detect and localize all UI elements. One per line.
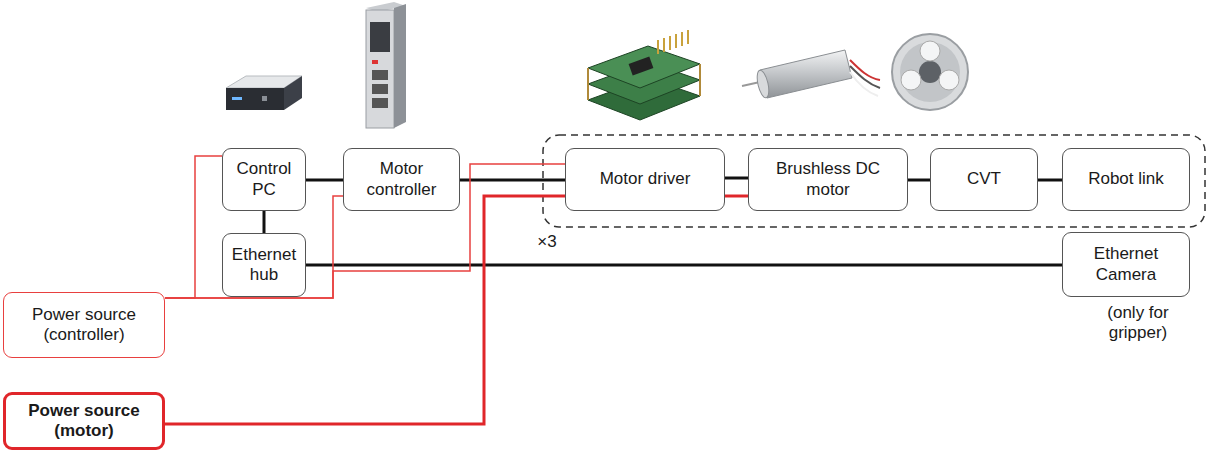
box-text: Motor controller — [350, 159, 453, 200]
box-text: Motor driver — [600, 169, 691, 189]
mini-pc-picture — [226, 76, 302, 110]
box-text: Power source (controller) — [10, 305, 158, 346]
process-box: Robot link — [1062, 148, 1190, 211]
motor-picture — [742, 50, 880, 99]
connector-line — [460, 179, 565, 182]
connector-line — [165, 196, 343, 298]
connector-line — [263, 211, 266, 233]
connector-line — [1038, 179, 1062, 182]
box-text: Control PC — [229, 159, 299, 200]
box-text: Ethernet Camera — [1069, 244, 1183, 285]
process-box: Ethernet hub — [222, 233, 306, 297]
driver-board-picture — [588, 30, 700, 120]
controller-device-picture — [366, 2, 406, 128]
connector-line — [306, 179, 343, 182]
process-box: Ethernet Camera — [1062, 232, 1190, 297]
box-text: Robot link — [1088, 169, 1164, 189]
power-box: Power source (motor) — [3, 392, 165, 450]
connector-line — [165, 196, 565, 424]
connector-line — [725, 177, 748, 180]
box-text: Ethernet hub — [229, 245, 299, 286]
connector-line — [908, 179, 930, 182]
group-outline — [543, 135, 1205, 227]
box-text: Brushless DC motor — [755, 159, 901, 200]
note-label: (only for gripper) — [1086, 303, 1190, 344]
cvt-picture — [892, 34, 968, 110]
power-box: Power source (controller) — [3, 292, 165, 358]
process-box: Control PC — [222, 148, 306, 211]
process-box: CVT — [930, 148, 1038, 211]
connector-line — [725, 195, 748, 198]
process-box: Motor controller — [343, 148, 460, 211]
box-text: CVT — [967, 169, 1001, 189]
connector-line — [165, 156, 222, 298]
box-text: Power source (motor) — [12, 401, 156, 442]
process-box: Motor driver — [565, 148, 725, 211]
process-box: Brushless DC motor — [748, 148, 908, 211]
multiplier-label: ×3 — [527, 232, 567, 252]
connector-line — [306, 264, 1062, 267]
